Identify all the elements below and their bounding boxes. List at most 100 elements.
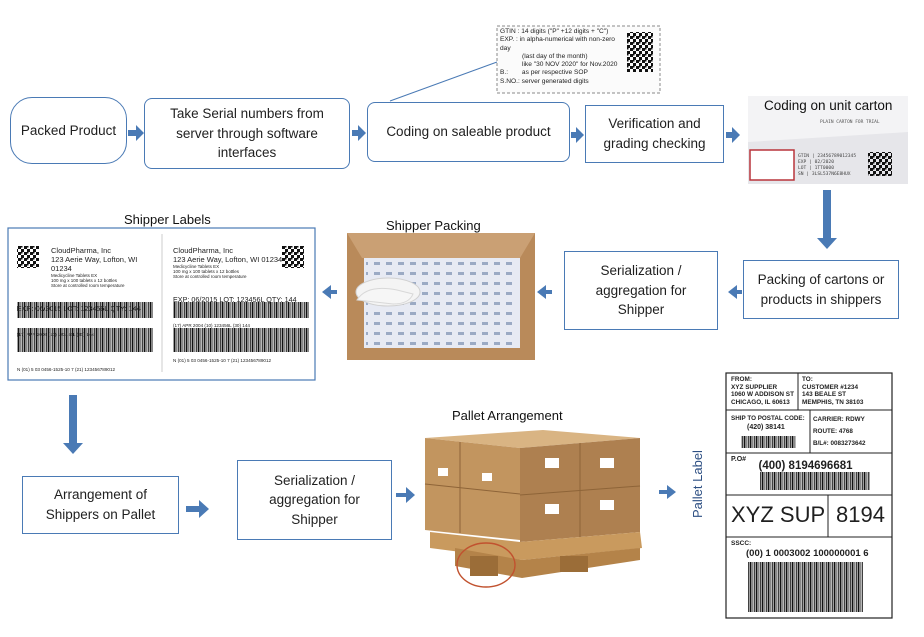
shipper-labels-image [7, 227, 316, 381]
ship-postal: SHIP TO POSTAL CODE: (420) 38141 [731, 414, 805, 432]
serialization-box-1: Serialization / aggregation for Shipper [564, 251, 718, 330]
storage: Store at controlled room temperature [51, 283, 125, 288]
bl: B/L#: 0083273642 [813, 440, 866, 447]
code-spec-card [496, 25, 661, 94]
code-spec-text: GTIN : 14 digits ("P" +12 digits + "C") … [500, 28, 624, 86]
arrow-right [659, 485, 676, 499]
take-serial-label: Take Serial numbers from server through … [170, 106, 324, 161]
route: ROUTE: 4768 [813, 428, 853, 435]
to-label: TO: [802, 376, 813, 383]
verification-label: Verification and grading checking [603, 116, 706, 151]
coding-saleable-label: Coding on saleable product [386, 124, 551, 140]
packing-cartons-label: Packing of cartons or products in shippe… [757, 271, 885, 307]
packed-product-label: Packed Product [20, 122, 117, 138]
exp-val3: like "30 NOV 2020" for Nov.2020 [522, 61, 618, 69]
shipper-label-left: CloudPharma, Inc 123 Aerie Way, Lofton, … [17, 246, 157, 373]
arrow-right [396, 487, 415, 503]
packed-product-box: Packed Product [10, 97, 127, 164]
arrow-right [571, 127, 584, 143]
po-row: P.O# (400) 8194696681 [731, 456, 853, 474]
big-num: 8194 [836, 502, 885, 527]
arrow-right [726, 127, 740, 143]
from-l2: 1060 W ADDISON ST [731, 391, 794, 399]
carton-gtin: GTIN | 23456789012345 [798, 154, 857, 159]
to-l1: CUSTOMER #1234 [802, 383, 858, 391]
exp-key: EXP. : [500, 36, 518, 44]
product: Medicycline Tablets EX [173, 264, 220, 269]
address: 123 Aerie Way, Lofton, WI 01234 [51, 255, 138, 273]
unit-carton-image [748, 96, 908, 184]
carton-lot: LOT | 1TT0000 [798, 166, 834, 171]
company: CloudPharma, Inc [51, 246, 112, 255]
carton-exp: EXP | 02/2020 [798, 160, 834, 165]
storage: Store at controlled room temperature [173, 274, 247, 279]
carrier: CARRIER: RDWY [813, 416, 865, 423]
serialization-box-2: Serialization / aggregation for Shipper [237, 460, 392, 540]
shipper-packing-photo [347, 233, 535, 360]
sscc-label: SSCC: [731, 540, 752, 547]
carton-sn: SN | 3LSL537N6E8HUX [798, 172, 851, 177]
arrow-right [128, 125, 144, 141]
from-l1: XYZ SUPPLIER [731, 383, 778, 391]
from-l3: CHICAGO, IL 60613 [731, 398, 790, 406]
serialization-label-2: Serialization / aggregation for Shipper [269, 472, 360, 527]
pallet-photo [424, 430, 642, 588]
bc2: N (01) 5 03 0456-1525-10 7 (21) 12345678… [17, 367, 116, 372]
product: Medicycline Tablets EX [51, 273, 98, 278]
arrangement-label: Arrangement of Shippers on Pallet [45, 487, 156, 522]
pallet-to: TO: CUSTOMER #1234 143 BEALE ST MEMPHIS,… [802, 376, 863, 406]
pack: 100 mg x 100 tablets x 12 bottles [173, 269, 240, 274]
coding-saleable-box: Coding on saleable product [367, 102, 570, 162]
big-name: XYZ SUP [731, 502, 826, 527]
bc1: (17) APR 2004 (10) 123456L (30) 144 [17, 332, 94, 337]
arrow-left [537, 285, 552, 299]
ship-label: SHIP TO POSTAL CODE: [731, 415, 805, 422]
shipper-label-right: CloudPharma, Inc 123 Aerie Way, Lofton, … [173, 246, 313, 364]
b-key: B.: [500, 69, 509, 77]
sno-val: server generated digits [521, 77, 589, 85]
b-val: as per respective SOP [521, 69, 588, 77]
exp-line: EXP: 06/2015 LOT: 123456L QTY: 144 [17, 304, 141, 313]
po-value: (400) 8194696681 [758, 460, 853, 472]
to-l2: 143 BEALE ST [802, 391, 847, 399]
address: 123 Aerie Way, Lofton, WI 01234 [173, 255, 283, 264]
serialization-label-1: Serialization / aggregation for Shipper [595, 263, 687, 318]
exp-val1: in alpha-numerical with non-zero day [500, 36, 615, 52]
company: CloudPharma, Inc [173, 246, 234, 255]
gtin-val: 14 digits ("P" +12 digits + "C") [521, 28, 609, 35]
pallet-label-image [725, 372, 893, 619]
ship-code: (420) 38141 [747, 424, 785, 431]
arrow-left [322, 285, 337, 299]
bc2: N (01) 5 03 0456-1525-10 7 (21) 12345678… [173, 358, 272, 363]
callout-line [389, 61, 498, 102]
arrow-down [817, 190, 837, 249]
shipper-packing-title: Shipper Packing [386, 218, 481, 233]
arrangement-box: Arrangement of Shippers on Pallet [22, 476, 179, 534]
from-label: FROM: [731, 376, 752, 383]
arrow-right [186, 500, 209, 518]
sscc-value: (00) 1 0003002 100000001 6 [746, 548, 869, 559]
carrier-info: CARRIER: RDWY ROUTE: 4768 B/L#: 00832736… [813, 414, 866, 450]
pallet-arrangement-title: Pallet Arrangement [452, 408, 563, 423]
po-label: P.O# [731, 456, 747, 463]
carton-codes: GTIN | 23456789012345 EXP | 02/2020 LOT … [798, 154, 856, 178]
exp-line: EXP: 06/2015 LOT: 123456L QTY: 144 [173, 295, 297, 304]
bc1: (17) APR 2004 (10) 123456L (30) 144 [173, 323, 250, 328]
arrow-left [728, 285, 742, 299]
pallet-label-title: Pallet Label [690, 450, 705, 518]
carton-title: PLAIN CARTON FOR TRIAL [820, 120, 880, 125]
arrow-right [352, 125, 366, 141]
verification-box: Verification and grading checking [585, 105, 724, 163]
pallet-from: FROM: XYZ SUPPLIER 1060 W ADDISON ST CHI… [731, 376, 794, 406]
to-l3: MEMPHIS, TN 38103 [802, 398, 864, 406]
pack: 100 mg x 100 tablets x 12 bottles [51, 278, 118, 283]
gtin-key: GTIN : [500, 28, 520, 35]
take-serial-box: Take Serial numbers from server through … [144, 98, 350, 169]
exp-val2: (last day of the month) [522, 52, 588, 60]
arrow-down [63, 395, 83, 454]
shipper-labels-title: Shipper Labels [124, 212, 211, 227]
sno-key: S.NO.: [500, 77, 520, 85]
coding-unit-carton-title: Coding on unit carton [764, 98, 893, 113]
packing-cartons-box: Packing of cartons or products in shippe… [743, 260, 899, 319]
